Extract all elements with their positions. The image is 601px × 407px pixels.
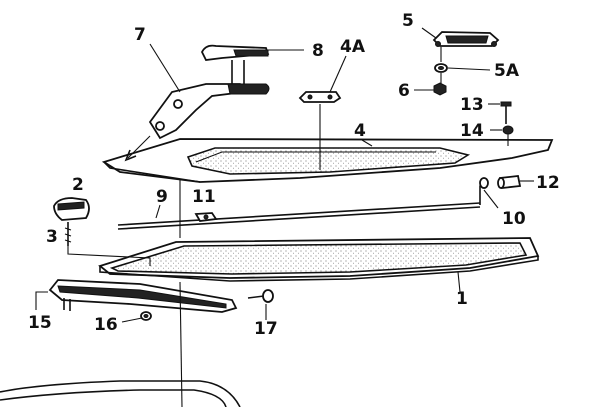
callout-3: 3 [46, 227, 58, 247]
roof-outline [0, 380, 241, 407]
hinge-arm [148, 83, 270, 140]
bushing [497, 175, 522, 189]
crank-nut [433, 82, 447, 96]
knob [53, 197, 90, 221]
callout-12: 12 [536, 173, 560, 193]
callout-6: 6 [398, 81, 410, 101]
callout-13: 13 [460, 95, 484, 115]
callout-10: 10 [502, 209, 526, 229]
callout-1: 1 [456, 289, 468, 309]
callout-4a: 4A [340, 37, 366, 57]
callout-17: 17 [254, 319, 278, 339]
guide-rail [48, 279, 238, 313]
knob-screw [64, 222, 72, 246]
drive-cable [117, 202, 481, 230]
callout-15: 15 [28, 313, 52, 333]
callout-14: 14 [460, 121, 484, 141]
callout-5a: 5A [494, 61, 520, 81]
panel-bracket [298, 91, 342, 103]
callout-16: 16 [94, 315, 118, 335]
glass-frame [98, 237, 540, 282]
sunroof-panel [101, 138, 554, 183]
callout-5: 5 [402, 11, 414, 31]
rail-screw [247, 289, 274, 303]
crank-handle [432, 31, 500, 47]
spacer [502, 125, 514, 135]
rail-nut [140, 311, 152, 321]
callout-11: 11 [192, 187, 216, 207]
leader-lines [35, 27, 534, 407]
screw [500, 101, 512, 124]
callout-9: 9 [156, 187, 168, 207]
hinge-latch [200, 44, 270, 84]
crank-washer [434, 63, 448, 73]
callout-4: 4 [354, 121, 366, 141]
cable-end [479, 177, 489, 205]
callout-7: 7 [134, 25, 146, 45]
callout-8: 8 [312, 41, 324, 61]
callout-2: 2 [72, 175, 84, 195]
